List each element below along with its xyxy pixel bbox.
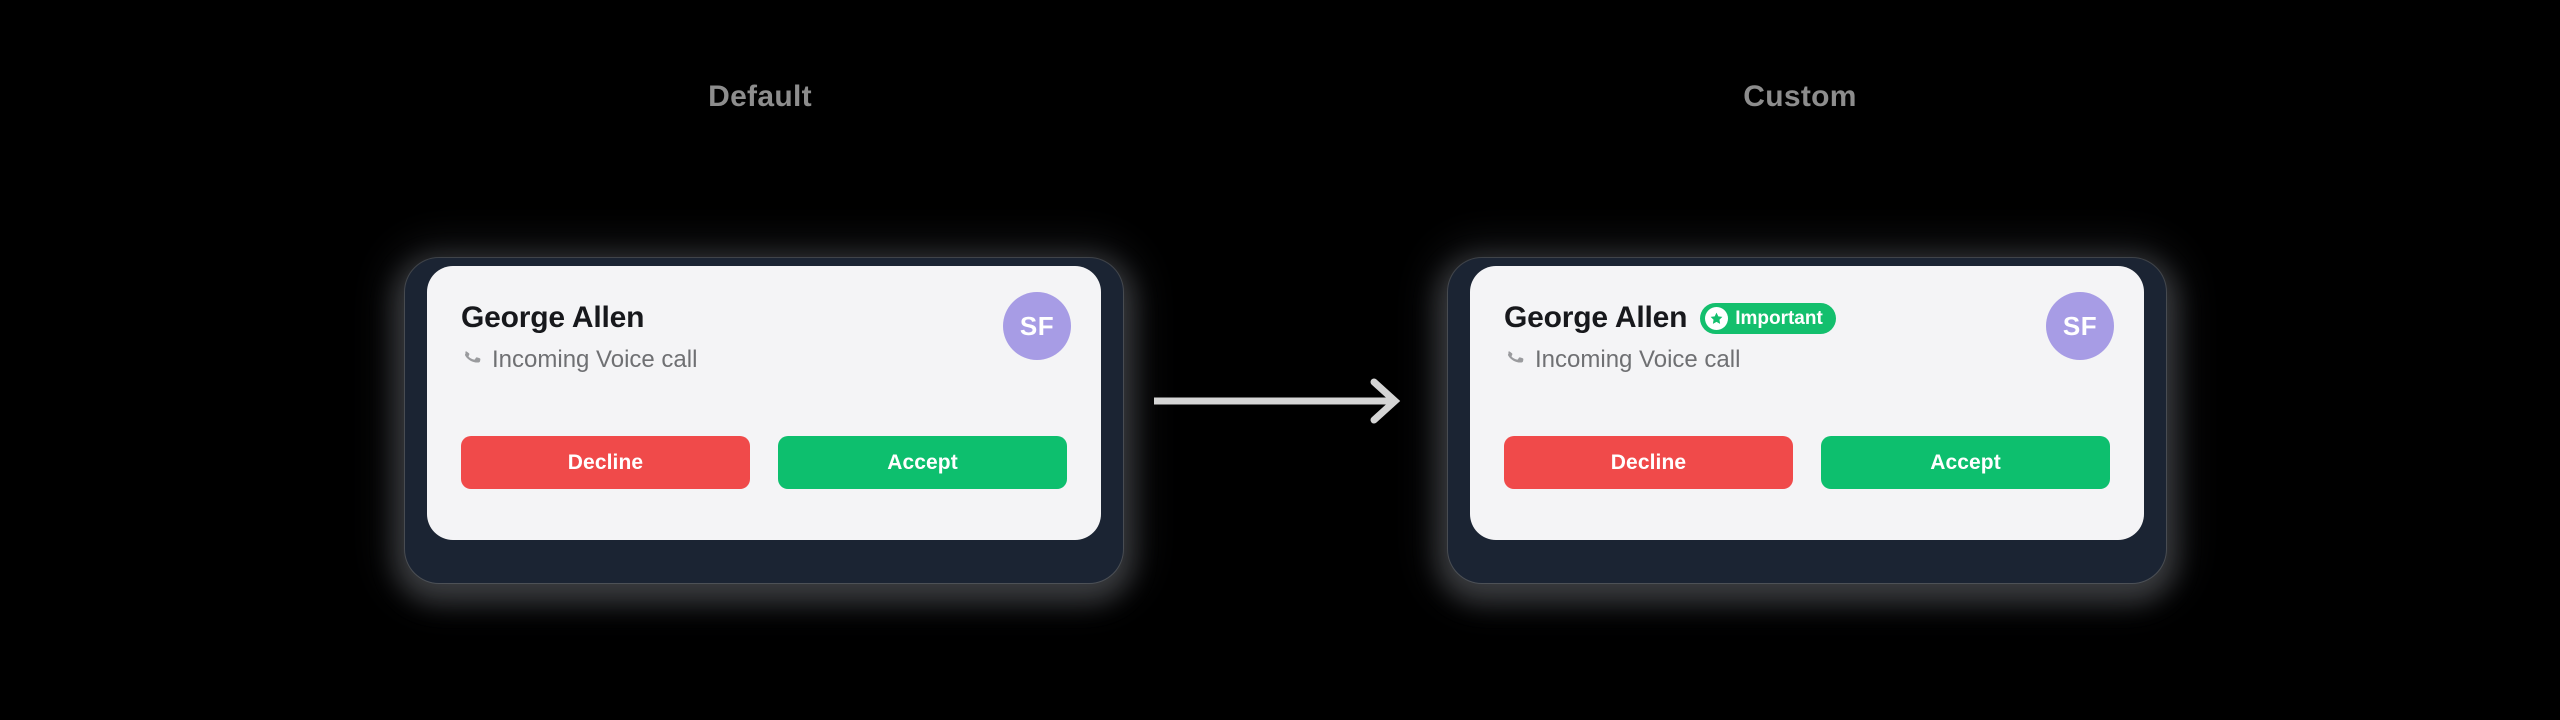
phone-icon [461,347,483,374]
call-notification-card-default[interactable]: George Allen Incoming Voice call SF [427,266,1101,540]
title-row: George Allen [461,299,1067,337]
card-body: George Allen Incoming Voice call SF [427,266,1101,540]
subtitle-row: Incoming Voice call [461,345,1067,375]
phone-bezel-custom: George Allen Important [1448,258,2166,583]
call-notification-card-custom[interactable]: George Allen Important [1470,266,2144,540]
caller-name: George Allen [461,301,645,334]
subtitle-text: Incoming Voice call [492,346,698,373]
caller-name: George Allen [1504,301,1688,334]
subtitle-text: Incoming Voice call [1535,346,1741,373]
accept-button[interactable]: Accept [1821,436,2110,489]
caption-default: Default [708,80,812,113]
avatar-initials: SF [2062,310,2098,341]
phone-bezel-default: George Allen Incoming Voice call SF [405,258,1123,583]
status-badge-important[interactable]: Important [1700,302,1836,334]
decline-button[interactable]: Decline [461,436,750,489]
avatar[interactable]: SF [2046,292,2114,360]
accept-button[interactable]: Accept [778,436,1067,489]
call-actions: Decline Accept [1504,436,2110,489]
title-row: George Allen Important [1504,299,2110,337]
card-body: George Allen Important [1470,266,2144,540]
arrow-right-icon [1152,378,1412,424]
subtitle-row: Incoming Voice call [1504,345,2110,375]
star-icon [1705,306,1729,330]
decline-button[interactable]: Decline [1504,436,1793,489]
phone-icon [1504,347,1526,374]
avatar-initials: SF [1019,310,1055,341]
caption-custom: Custom [1743,80,1857,113]
call-actions: Decline Accept [461,436,1067,489]
status-badge-label: Important [1735,307,1823,329]
avatar[interactable]: SF [1003,292,1071,360]
